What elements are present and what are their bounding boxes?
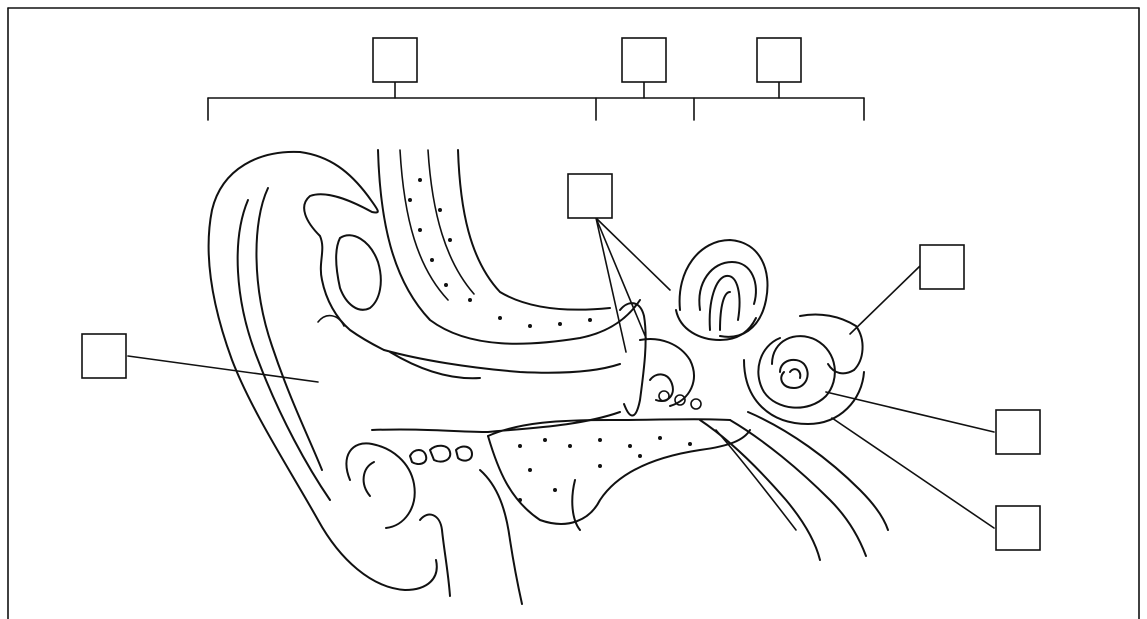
cochlea (744, 336, 864, 424)
ossicles-box[interactable] (568, 174, 612, 218)
diagram-frame (8, 8, 1139, 619)
outer-ear-bracket-box[interactable] (373, 38, 417, 82)
ear-canal (372, 350, 620, 464)
semicircular-canals (676, 240, 768, 340)
ossicle-chain (659, 391, 701, 409)
temporal-bone (378, 150, 750, 530)
auricle-box[interactable] (82, 334, 126, 378)
cochlea-box[interactable] (996, 410, 1040, 454)
middle-ear-bracket-box[interactable] (622, 38, 666, 82)
section-brackets (208, 82, 864, 120)
middle-and-inner-ear (620, 240, 888, 560)
label-boxes (82, 38, 1040, 550)
auditory-nerve (700, 412, 888, 560)
inner-ear-bracket-box[interactable] (757, 38, 801, 82)
semicircular-canals-box[interactable] (920, 245, 964, 289)
auditory-nerve-box[interactable] (996, 506, 1040, 550)
